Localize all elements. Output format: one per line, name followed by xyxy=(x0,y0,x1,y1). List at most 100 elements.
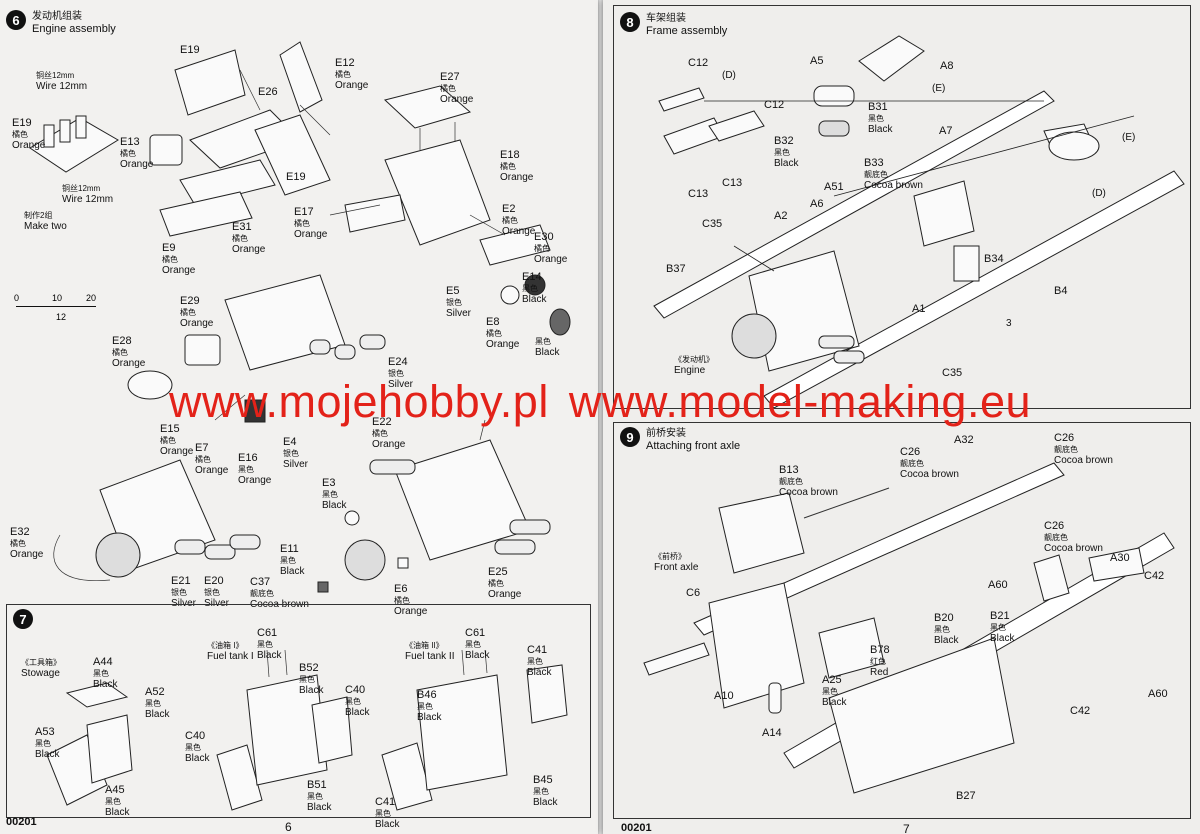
color-en: Engine xyxy=(674,365,706,376)
part-number: E5 xyxy=(446,285,460,297)
color-cn: 黑色 xyxy=(35,739,51,748)
part-number: B27 xyxy=(956,790,976,802)
part-number: C35 xyxy=(942,367,963,379)
step7-parts-drawing xyxy=(46,649,568,811)
part-number: C42 xyxy=(1144,570,1165,582)
color-en: Black xyxy=(533,797,558,808)
color-en: Orange xyxy=(238,475,272,486)
color-en: Orange xyxy=(534,254,568,265)
part-callout: A30 xyxy=(1110,553,1130,564)
color-en: Black xyxy=(522,294,547,305)
color-en: 3 xyxy=(1006,318,1012,329)
part-number: A5 xyxy=(810,55,824,67)
color-en: Wire 12mm xyxy=(36,81,88,92)
part-callout: A32 xyxy=(954,435,974,446)
part-number: B37 xyxy=(666,263,686,275)
color-en: Black xyxy=(299,685,324,696)
part-number: E22 xyxy=(372,416,392,428)
part-number: E31 xyxy=(232,221,252,233)
color-en: Stowage xyxy=(21,668,60,679)
color-cn: 靓底色 xyxy=(864,170,888,179)
right-page-number: 7 xyxy=(903,822,910,834)
color-cn: 黑色 xyxy=(257,640,273,649)
step9-panel: 9 前桥安装 Attaching front axle xyxy=(613,422,1191,819)
color-cn: 黑色 xyxy=(417,702,433,711)
color-en: Orange xyxy=(195,465,229,476)
color-en: Orange xyxy=(294,229,328,240)
part-number: B31 xyxy=(868,101,888,113)
color-en: Orange xyxy=(120,159,154,170)
step8-parts-drawing xyxy=(653,35,1185,408)
color-cn: 《前桥》 xyxy=(654,552,686,561)
part-callout: C42 xyxy=(1144,571,1164,582)
color-en: Black xyxy=(527,667,552,678)
part-callout: A14 xyxy=(762,728,782,739)
part-number: A32 xyxy=(954,434,974,446)
watermark-text-right: www.model-making.eu xyxy=(568,376,1032,427)
color-en: Fuel tank II xyxy=(405,651,455,662)
part-number: B13 xyxy=(779,464,799,476)
color-cn: 黑色 xyxy=(535,337,551,346)
part-number: A53 xyxy=(35,726,55,738)
color-cn: 黑色 xyxy=(533,787,549,796)
color-cn: 橘色 xyxy=(502,216,518,225)
color-cn: 红色 xyxy=(870,657,886,666)
part-callout: 《发动机》Engine xyxy=(674,354,714,376)
scale-measure: 12 xyxy=(56,312,67,322)
part-callout: (D) xyxy=(1092,188,1106,199)
step6-title-cn: 发动机组装 xyxy=(32,11,82,22)
part-number: B20 xyxy=(934,612,954,624)
part-number: E12 xyxy=(335,57,355,69)
color-en: (E) xyxy=(932,83,946,94)
color-cn: 银色 xyxy=(171,588,187,597)
watermark: www.mojehobby.pl www.model-making.eu xyxy=(0,376,1200,428)
part-callout: C12 xyxy=(688,58,708,69)
part-number: B33 xyxy=(864,157,884,169)
part-number: E13 xyxy=(120,136,140,148)
color-cn: 黑色 xyxy=(822,687,838,696)
part-callout: A60 xyxy=(988,580,1008,591)
color-cn: 铜丝12mm xyxy=(36,71,75,80)
part-number: C12 xyxy=(764,99,785,111)
color-cn: 橘色 xyxy=(162,255,178,264)
part-number: A7 xyxy=(939,125,953,137)
part-callout: 《油箱 I》Fuel tank I xyxy=(207,640,254,662)
part-callout: 《前桥》Front axle xyxy=(654,551,698,573)
color-cn: 橘色 xyxy=(120,149,136,158)
part-number: E17 xyxy=(294,206,314,218)
scale-tick: 10 xyxy=(52,293,63,303)
color-en: Black xyxy=(93,679,118,690)
part-number: A45 xyxy=(105,784,125,796)
part-callout: A6 xyxy=(810,199,823,210)
color-cn: 《油箱 II》 xyxy=(405,641,444,650)
part-number: E8 xyxy=(486,316,500,328)
step7-header: 7 xyxy=(13,609,33,629)
part-callout: A60 xyxy=(1148,689,1168,700)
part-number: E2 xyxy=(502,203,516,215)
color-en: Orange xyxy=(502,226,536,237)
color-cn: 黑色 xyxy=(868,114,884,123)
color-cn: 黑色 xyxy=(280,556,296,565)
